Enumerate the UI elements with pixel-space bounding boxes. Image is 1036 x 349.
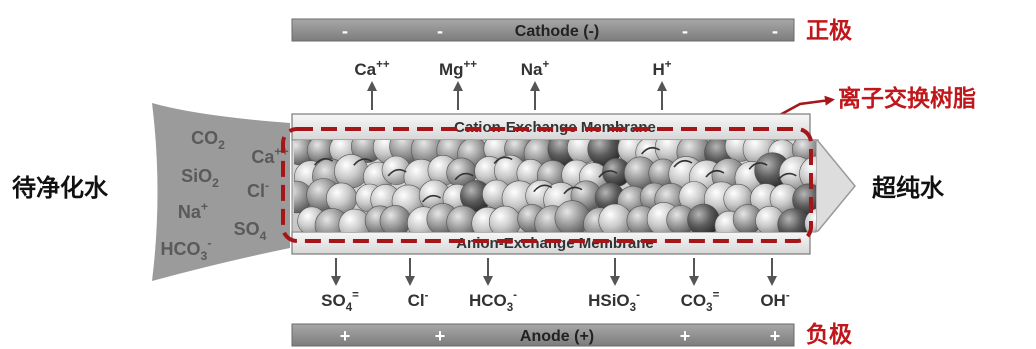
resin-strand [493, 156, 513, 165]
resin-strand [387, 168, 407, 177]
feed-ion: CO2 [191, 128, 225, 152]
feed-ion: Cl- [247, 178, 269, 201]
anode-label: Anode (+) [520, 328, 594, 345]
electrode-sign: + [680, 326, 691, 346]
feed-ion: Na+ [178, 199, 208, 222]
anode-bar [291, 323, 795, 347]
feed-water-shape [152, 103, 290, 281]
electrode-sign: - [682, 21, 688, 41]
resin-beads [294, 140, 816, 232]
resin-strand [533, 184, 553, 193]
anode-cn-label: 负极 [806, 322, 852, 348]
electrode-sign: - [772, 21, 778, 41]
cathode-electrode: Cathode (-) - - - - [291, 18, 795, 42]
anion-ion: HCO3- [469, 290, 517, 314]
cation-membrane-label: Cation-Exchange Membrane [454, 119, 656, 136]
cathode-bar [291, 18, 795, 42]
resin-strand [673, 159, 693, 168]
product-label: 超纯水 [872, 174, 945, 202]
resin-strand [598, 170, 618, 178]
feed-label: 待净化水 [12, 174, 109, 202]
resin-label: 离子交换树脂 [838, 85, 976, 112]
feed-ion: HCO3- [161, 236, 212, 263]
resin-bead [687, 203, 720, 232]
cation-ions: Ca++ Mg++ Na+ H+ [354, 59, 672, 110]
cation-ion: Ca++ [354, 59, 389, 79]
cation-ion: Mg++ [439, 59, 477, 79]
electrode-sign: - [437, 21, 443, 41]
anion-ion: HSiO3- [588, 290, 640, 314]
feed-ion: SiO2 [181, 166, 219, 190]
electrode-sign: + [770, 326, 781, 346]
anion-membrane-label: Anion-Exchange Membrane [456, 235, 654, 252]
anode-electrode: Anode (+) + + + + [291, 323, 795, 347]
anion-ion: CO3= [681, 290, 720, 314]
electrode-sign: - [342, 21, 348, 41]
resin-strand [777, 172, 797, 181]
resin-strand [640, 146, 661, 155]
resin-bead [379, 205, 412, 232]
resin-bead [799, 155, 816, 192]
resin-highlight-box [281, 127, 813, 243]
cation-ion: Na+ [521, 59, 550, 79]
electrode-sign: + [340, 326, 351, 346]
resin-strand [705, 169, 725, 178]
resin-strand [563, 186, 583, 195]
resin-strand [454, 172, 474, 181]
feed-ion: SO4 [234, 219, 267, 243]
resin-strand [353, 158, 373, 166]
electrode-sign: + [435, 326, 446, 346]
anion-ion: SO4= [321, 290, 359, 314]
product-arrow [809, 139, 856, 232]
resin-strand [748, 162, 768, 170]
anion-ion: OH- [760, 290, 790, 310]
anion-ions: SO4= Cl- HCO3- HSiO3- CO3= OH- [321, 258, 790, 314]
cathode-label: Cathode (-) [515, 23, 599, 40]
anion-ion: Cl- [408, 290, 429, 310]
cation-ion: H+ [652, 59, 671, 79]
resin-strand [421, 194, 442, 203]
resin-strand [313, 158, 334, 166]
cathode-cn-label: 正极 [806, 18, 852, 44]
